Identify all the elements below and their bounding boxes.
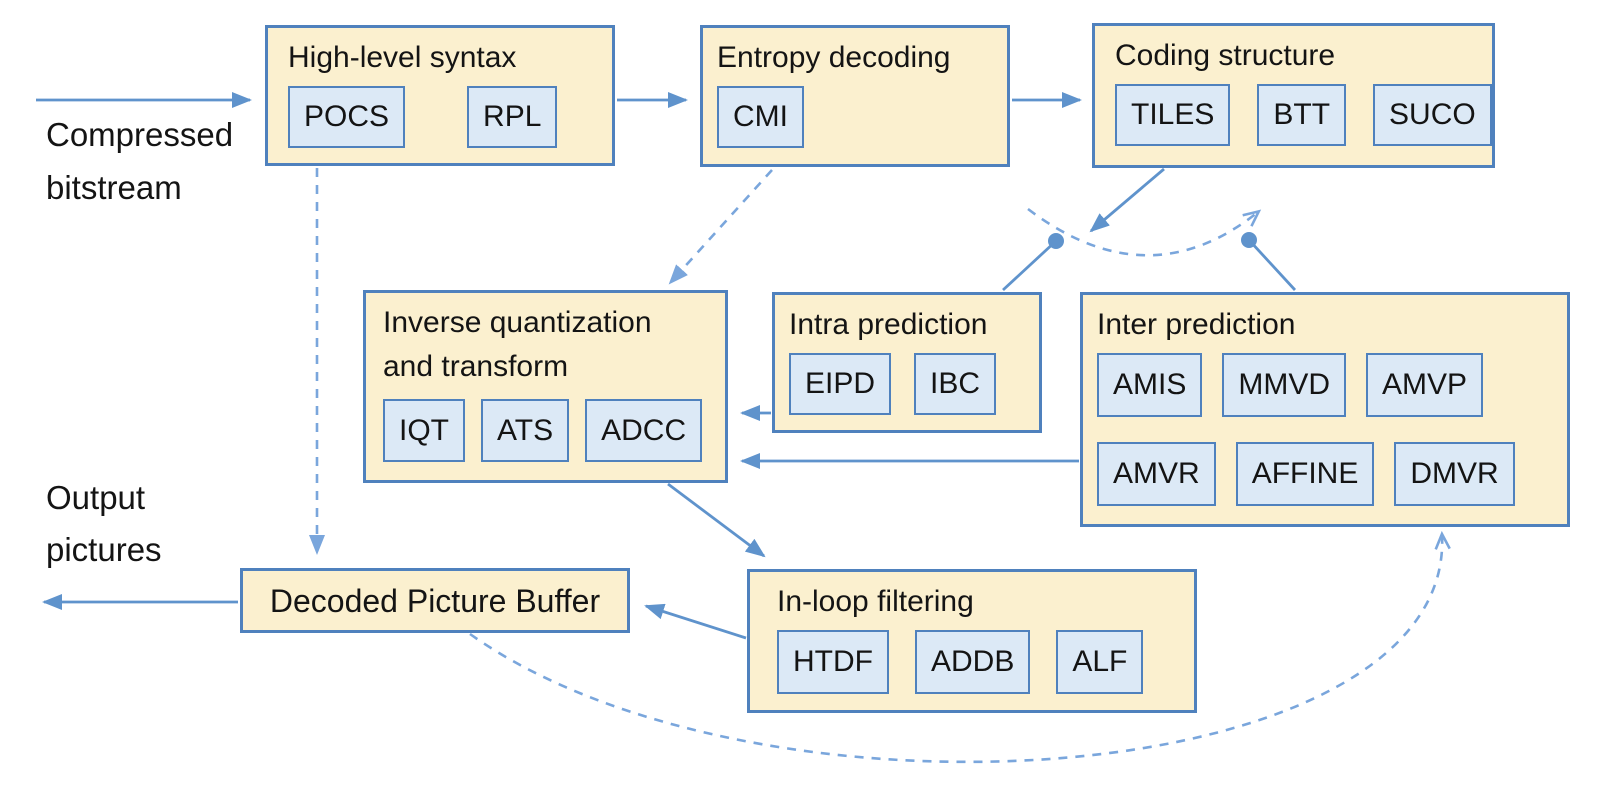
module-chip-mmvd: MMVD [1222,353,1347,417]
box-in-loop-filtering: In-loop filtering HTDF ADDB ALF [747,569,1197,713]
chip-row: CMI [717,86,1007,148]
chip-row: AMIS MMVD AMVP [1097,353,1567,417]
dashed-arc-prediction-switch-toggle [1027,207,1262,257]
output-pictures-label: Output pictures [46,479,162,568]
module-chip-ats: ATS [481,399,570,462]
box-title: Entropy decoding [717,41,951,74]
chip-row: TILES BTT SUCO [1115,84,1492,146]
module-chip-iqt: IQT [383,399,465,462]
module-chip-cmi: CMI [717,86,804,148]
line-switch-contact-to-inter [1247,239,1297,291]
arrow-coding-to-prediction-switch [1089,167,1165,233]
switch-contact-dot-inter [1241,232,1257,248]
chip-row: EIPD IBC [789,353,1039,415]
module-chip-amvr: AMVR [1097,442,1216,506]
module-chip-amis: AMIS [1097,353,1203,417]
dashed-arc-dpb-to-inter-reference [469,530,1451,764]
module-chip-suco: SUCO [1373,84,1492,146]
module-chip-alf: ALF [1056,630,1144,694]
chip-row: HTDF ADDB ALF [777,630,1194,694]
box-entropy-decoding: Entropy decoding CMI [700,25,1010,167]
chip-row: AMVR AFFINE DMVR [1097,442,1567,506]
arrow-iqt-to-inloop-filtering [667,482,766,558]
box-title: High-level syntax [288,41,517,74]
module-chip-dmvr: DMVR [1394,442,1515,506]
box-title: Decoded Picture Buffer [269,582,601,619]
module-chip-htdf: HTDF [777,630,889,694]
module-chip-rpl: RPL [467,86,558,148]
module-chip-addb: ADDB [914,630,1031,694]
arrow-inloop-filtering-to-dpb [644,603,747,640]
box-intra-prediction: Intra prediction EIPD IBC [772,292,1042,433]
box-coding-structure: Coding structure TILES BTT SUCO [1092,23,1495,168]
module-chip-ibc: IBC [914,353,997,415]
dashed-arrow-entropy-to-iqt [668,169,773,285]
module-chip-adcc: ADCC [585,399,703,462]
module-chip-pocs: POCS [288,86,406,148]
box-high-level-syntax: High-level syntax POCS RPL [265,25,615,166]
box-title: Intra prediction [789,308,988,341]
box-title: In-loop filtering [777,585,974,618]
chip-row: IQT ATS ADCC [383,399,725,462]
box-title: Coding structure [1115,39,1336,72]
module-chip-eipd: EIPD [789,353,892,415]
chip-row: POCS RPL [288,86,612,148]
module-chip-btt: BTT [1257,84,1347,146]
switch-contact-dot-intra [1048,233,1064,249]
line-switch-contact-to-intra [1002,239,1057,292]
module-chip-affine: AFFINE [1235,442,1375,506]
module-chip-tiles: TILES [1115,84,1231,146]
compressed-bitstream-label: Compressed bitstream [46,116,234,206]
box-inter-prediction: Inter prediction AMIS MMVD AMVP AMVR AFF… [1080,292,1570,527]
box-decoded-picture-buffer: Decoded Picture Buffer [240,568,630,633]
box-title: Inverse quantization and transform [383,306,652,383]
box-title: Inter prediction [1097,308,1296,341]
box-inverse-quantization-transform: Inverse quantization and transform IQT A… [363,290,728,483]
module-chip-amvp: AMVP [1366,353,1484,417]
